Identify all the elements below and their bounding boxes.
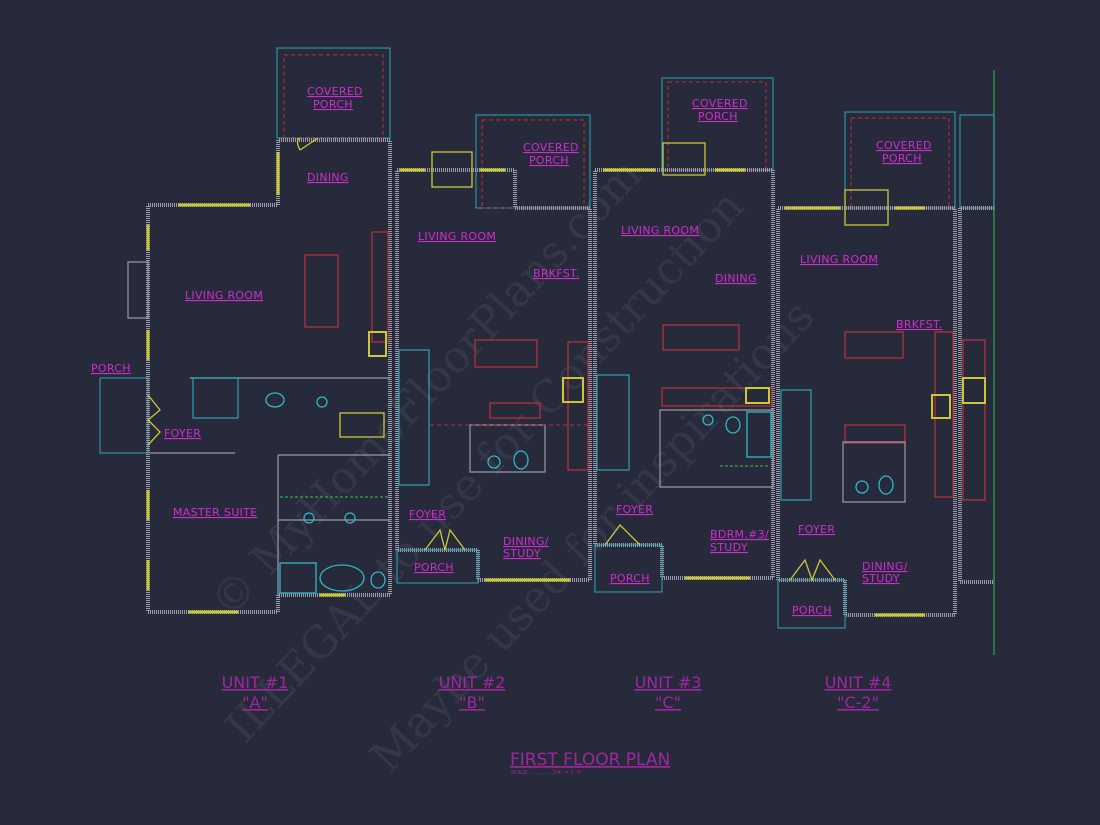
unit-captions: UNIT #1 "A" UNIT #2 "B" UNIT #3 "C" UNIT… [222, 673, 892, 712]
room-label: FOYER [164, 427, 201, 440]
exterior-wall [776, 206, 957, 617]
room-label: DINING/ [503, 535, 549, 548]
room-label: STUDY [710, 541, 748, 554]
room-label: BRKFST. [533, 267, 580, 280]
room-label: LIVING ROOM [418, 230, 496, 243]
covered-porch-outline [661, 77, 774, 171]
room-label: LIVING ROOM [185, 289, 263, 302]
room-label: PORCH [91, 362, 131, 375]
unit-name: UNIT #3 [635, 673, 702, 692]
porch-outline [396, 549, 479, 584]
room-label: STUDY [503, 547, 541, 560]
unit-name: UNIT #4 [825, 673, 892, 692]
unit-type: "C" [655, 693, 681, 712]
room-label: DINING [715, 272, 757, 285]
unit-type: "C-2" [837, 693, 879, 712]
room-label-line: COVERED [692, 97, 748, 110]
room-label-line: COVERED [523, 141, 579, 154]
room-label: DINING/ [862, 560, 908, 573]
unit-c-plan [593, 77, 775, 593]
room-label: FOYER [409, 508, 446, 521]
room-label: STUDY [862, 572, 900, 585]
unit-name: UNIT #1 [222, 673, 289, 692]
room-label: FOYER [616, 503, 653, 516]
room-label: BRKFST. [896, 318, 943, 331]
room-label-line: PORCH [313, 98, 353, 111]
unit-d-plan [776, 111, 957, 629]
room-label-line: COVERED [876, 139, 932, 152]
room-label-line: PORCH [529, 154, 569, 167]
porch-outline [594, 544, 663, 593]
room-label-line: COVERED [307, 85, 363, 98]
fireplace [127, 261, 149, 319]
room-label-line: PORCH [882, 152, 922, 165]
room-label: LIVING ROOM [800, 253, 878, 266]
room-label: MASTER SUITE [173, 506, 257, 519]
room-label: FOYER [798, 523, 835, 536]
room-label: PORCH [414, 561, 454, 574]
unit-b-plan [395, 114, 592, 584]
porch-outline [99, 377, 149, 454]
exterior-wall [146, 138, 392, 614]
drawing-title: FIRST FLOOR PLAN [510, 750, 670, 770]
unit-name: UNIT #2 [439, 673, 506, 692]
room-label: DINING [307, 171, 349, 184]
unit-e-partial [958, 114, 995, 584]
unit-type: "B" [459, 693, 485, 712]
room-label: LIVING ROOM [621, 224, 699, 237]
unit-a-plan [99, 47, 392, 614]
room-label: PORCH [610, 572, 650, 585]
room-label: PORCH [792, 604, 832, 617]
drawing-scale: SCALE: ..............1/4" = 1'-0" [511, 770, 582, 776]
room-label: BDRM.#3/ [710, 528, 769, 541]
room-label-line: PORCH [698, 110, 738, 123]
unit-type: "A" [242, 693, 268, 712]
